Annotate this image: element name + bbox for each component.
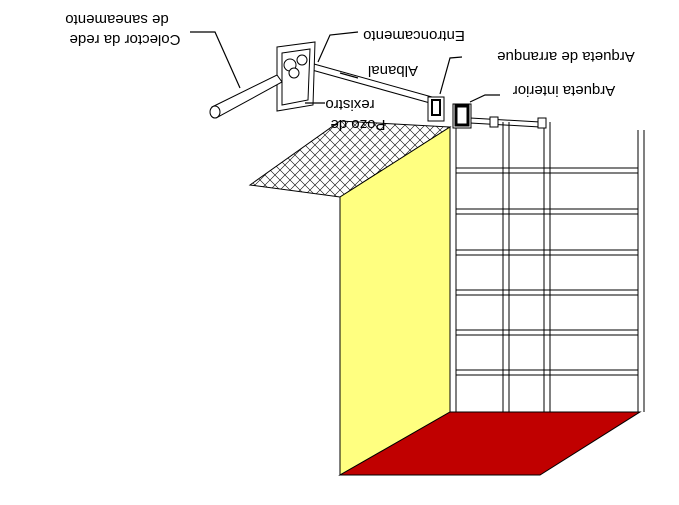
- arqueta-arranque: [427, 96, 445, 122]
- label-colector-line1: Colector da rede: [70, 31, 181, 48]
- leader-lines: [190, 31, 500, 104]
- arqueta-interior: [452, 103, 472, 129]
- albanal-pipe: [311, 63, 433, 104]
- label-albanal: Albanal: [368, 62, 418, 79]
- label-pozo-line1: Pozo de: [330, 116, 385, 133]
- interior-pipe: [469, 116, 547, 129]
- floor-slab: [338, 411, 642, 476]
- label-pozo-line2: rexistro: [325, 96, 374, 113]
- building-frame: [449, 122, 645, 412]
- label-arqueta-arranque: Arqueta de arranque: [497, 48, 635, 65]
- labels: Colector da rede de saneamento Entroncam…: [65, 11, 635, 133]
- colector-pipe: [209, 74, 283, 119]
- label-arqueta-interior: Arqueta interior: [513, 82, 616, 99]
- pozo-rexistro: [276, 41, 316, 112]
- label-colector-line2: de saneamento: [65, 11, 168, 28]
- label-entroncamento: Entroncamento: [363, 27, 465, 44]
